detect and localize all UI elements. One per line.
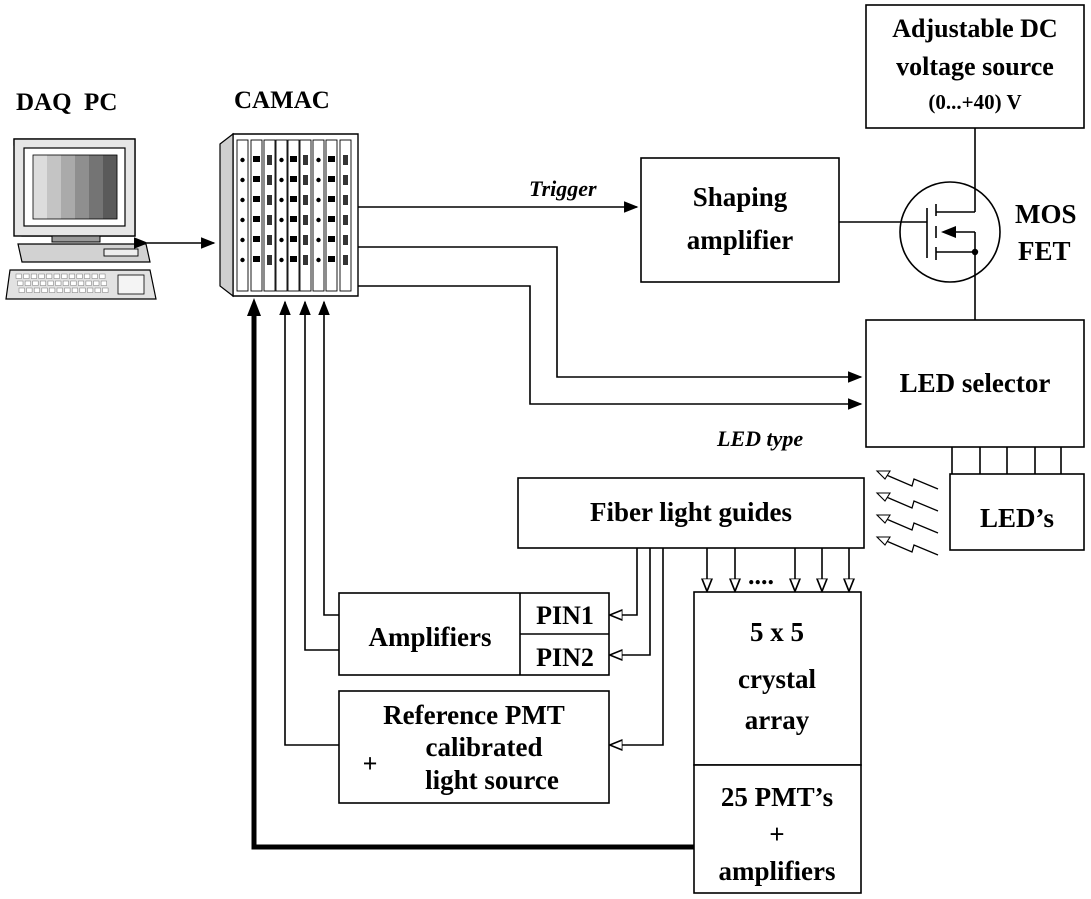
led-select-line-2 [358, 285, 863, 410]
camac-crate-icon [219, 132, 359, 298]
light-emission-arrows [875, 470, 939, 556]
reference-pmt-readout-line [279, 300, 339, 746]
led-type-label: LED type [716, 426, 803, 451]
leds-label: LED’s [980, 503, 1054, 533]
leds-box [949, 473, 1085, 551]
fet-label: FET [1018, 236, 1071, 266]
crystal-array-line-2: crystal [738, 664, 816, 694]
mosfet-symbol [839, 128, 1001, 320]
pmts-box [693, 764, 862, 894]
daq-pc-label: DAQ PC [16, 89, 117, 116]
pin2-label: PIN2 [536, 643, 594, 672]
reference-pmt-line-1: Reference PMT [383, 700, 565, 730]
crystal-array-box [693, 591, 862, 766]
fiber-dots-label: .... [748, 561, 774, 590]
shaping-amp-line-2: amplifier [687, 225, 793, 255]
reference-pmt-box [338, 690, 610, 804]
mos-label: MOS [1015, 199, 1077, 229]
dc-source-line-1: Adjustable DC [892, 14, 1057, 43]
reference-plus: + [363, 749, 378, 778]
selector-led-connections [951, 447, 1062, 474]
fiber-light-guides-box [517, 477, 865, 549]
fibers-to-monitors [611, 548, 664, 745]
trigger-label: Trigger [529, 176, 597, 201]
shaping-amplifier-box [640, 157, 840, 283]
pmts-line-3: amplifiers [719, 856, 836, 886]
pin1-readout-line [318, 300, 339, 616]
dc-voltage-source-box [865, 4, 1085, 129]
led-selector-label: LED selector [900, 368, 1051, 398]
amplifiers-label: Amplifiers [369, 622, 492, 652]
led-select-line-1 [358, 246, 863, 383]
crystal-array-line-3: array [745, 705, 810, 735]
dc-source-line-3: (0...+40) V [928, 90, 1021, 114]
dc-source-line-2: voltage source [896, 52, 1054, 81]
camac-label: CAMAC [234, 87, 330, 114]
computer-icon [5, 138, 157, 300]
pmts-line-2: + [769, 819, 784, 849]
led-selector-box [865, 319, 1085, 448]
reference-pmt-line-3: light source [425, 765, 559, 795]
crystal-array-line-1: 5 x 5 [750, 617, 804, 647]
fibers-to-crystal-array [707, 548, 849, 590]
reference-pmt-line-2: calibrated [426, 732, 543, 762]
pin1-label: PIN1 [536, 601, 594, 630]
fiber-guides-label: Fiber light guides [590, 497, 792, 527]
pmt-array-readout-line [251, 313, 694, 850]
pmts-line-1: 25 PMT’s [721, 782, 833, 812]
pmt-array-readout-arrowhead [247, 298, 261, 316]
shaping-amp-line-1: Shaping [693, 182, 788, 212]
pin2-readout-line [299, 300, 339, 651]
